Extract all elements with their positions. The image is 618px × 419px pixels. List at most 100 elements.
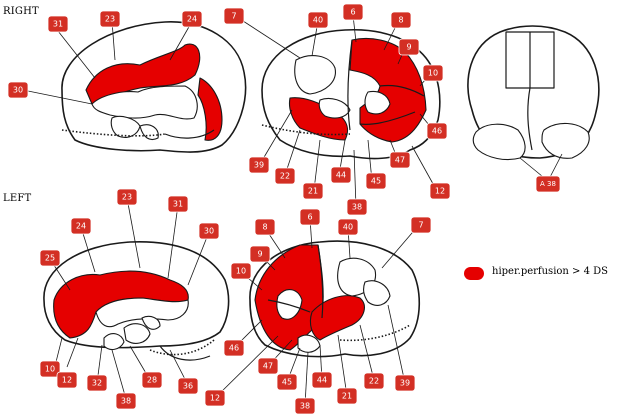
svg-text:10: 10 bbox=[45, 365, 55, 374]
svg-text:22: 22 bbox=[280, 172, 290, 181]
area-tag: 44 bbox=[330, 166, 352, 184]
area-tag: 45 bbox=[276, 373, 298, 391]
area-tag: 10 bbox=[422, 64, 444, 82]
area-tag: 10 bbox=[230, 262, 252, 280]
area-tag: 46 bbox=[223, 339, 245, 357]
svg-text:36: 36 bbox=[183, 382, 193, 391]
svg-text:38: 38 bbox=[352, 203, 362, 212]
svg-text:12: 12 bbox=[210, 394, 220, 403]
svg-text:21: 21 bbox=[342, 392, 352, 401]
svg-text:40: 40 bbox=[343, 223, 353, 232]
area-tag: 46 bbox=[426, 122, 448, 140]
area-tag: 9 bbox=[249, 245, 271, 263]
svg-text:30: 30 bbox=[13, 86, 23, 95]
area-tag: 21 bbox=[302, 182, 324, 200]
svg-text:6: 6 bbox=[307, 213, 312, 222]
left-lateral-brain bbox=[214, 217, 421, 406]
area-tags: 31 23 24 30 7 40 6 8 9 10 46 47 45 12 38… bbox=[7, 3, 561, 415]
area-tag: 39 bbox=[394, 374, 416, 392]
svg-text:38: 38 bbox=[300, 402, 310, 411]
svg-text:8: 8 bbox=[262, 223, 267, 232]
svg-text:45: 45 bbox=[282, 378, 292, 387]
svg-text:23: 23 bbox=[105, 15, 115, 24]
svg-text:46: 46 bbox=[432, 127, 442, 136]
svg-text:7: 7 bbox=[418, 221, 423, 230]
area-tag: 32 bbox=[86, 374, 108, 392]
area-tag: 38 bbox=[346, 198, 368, 216]
area-tag: 9 bbox=[398, 38, 420, 56]
area-tag: 40 bbox=[337, 218, 359, 236]
svg-text:46: 46 bbox=[229, 344, 239, 353]
area-tag: 7 bbox=[410, 216, 432, 234]
area-tag: 21 bbox=[336, 387, 358, 405]
area-tag: 24 bbox=[181, 10, 203, 28]
area-tag: 22 bbox=[274, 167, 296, 185]
area-tag: 31 bbox=[47, 15, 69, 33]
svg-text:6: 6 bbox=[350, 8, 355, 17]
svg-text:9: 9 bbox=[406, 43, 411, 52]
area-tag: 28 bbox=[141, 371, 163, 389]
area-tag: 31 bbox=[167, 195, 189, 213]
area-tag: 30 bbox=[7, 81, 29, 99]
svg-text:24: 24 bbox=[76, 222, 86, 231]
area-tag: 36 bbox=[177, 377, 199, 395]
svg-text:47: 47 bbox=[395, 156, 405, 165]
coronal-section bbox=[467, 25, 600, 182]
svg-text:47: 47 bbox=[263, 362, 273, 371]
svg-text:A 38: A 38 bbox=[540, 180, 556, 188]
area-tag: 47 bbox=[389, 151, 411, 169]
area-tag: 44 bbox=[311, 371, 333, 389]
area-tag: 23 bbox=[116, 188, 138, 206]
legend-label: hiper.perfusion > 4 DS bbox=[492, 266, 608, 277]
area-tag: 10 bbox=[39, 360, 61, 378]
area-tag: 24 bbox=[70, 217, 92, 235]
area-tag: 7 bbox=[223, 7, 245, 25]
area-tag: 22 bbox=[363, 372, 385, 390]
area-tag: 38 bbox=[115, 392, 137, 410]
area-tag: 23 bbox=[99, 10, 121, 28]
svg-text:39: 39 bbox=[400, 379, 410, 388]
right-hemisphere-label: RIGHT bbox=[3, 6, 39, 17]
area-tag: 38 bbox=[294, 397, 316, 415]
legend-swatch bbox=[464, 267, 484, 280]
area-tag: 47 bbox=[257, 357, 279, 375]
area-tag: 6 bbox=[342, 3, 364, 21]
svg-text:10: 10 bbox=[236, 267, 246, 276]
svg-text:38: 38 bbox=[121, 397, 131, 406]
area-tag: 12 bbox=[429, 182, 451, 200]
area-tag: 12 bbox=[204, 389, 226, 407]
svg-text:39: 39 bbox=[254, 161, 264, 170]
svg-text:12: 12 bbox=[435, 187, 445, 196]
area-tag: 8 bbox=[254, 218, 276, 236]
area-tag: 8 bbox=[390, 11, 412, 29]
right-medial-brain bbox=[27, 20, 247, 153]
svg-text:7: 7 bbox=[231, 12, 236, 21]
area-tag: 6 bbox=[299, 208, 321, 226]
svg-text:23: 23 bbox=[122, 193, 132, 202]
area-tag: A 38 bbox=[535, 175, 561, 193]
svg-text:31: 31 bbox=[53, 20, 63, 29]
svg-text:44: 44 bbox=[336, 171, 346, 180]
svg-text:21: 21 bbox=[308, 187, 318, 196]
svg-text:25: 25 bbox=[45, 254, 55, 263]
svg-text:30: 30 bbox=[204, 227, 214, 236]
svg-text:31: 31 bbox=[173, 200, 183, 209]
svg-text:12: 12 bbox=[62, 376, 72, 385]
area-tag: 25 bbox=[39, 249, 61, 267]
area-tag: 12 bbox=[56, 371, 78, 389]
svg-text:22: 22 bbox=[369, 377, 379, 386]
left-medial-brain bbox=[43, 197, 230, 400]
area-tag: 30 bbox=[198, 222, 220, 240]
svg-text:9: 9 bbox=[257, 250, 262, 259]
svg-text:10: 10 bbox=[428, 69, 438, 78]
svg-text:24: 24 bbox=[187, 15, 197, 24]
left-hemisphere-label: LEFT bbox=[3, 193, 32, 204]
svg-text:45: 45 bbox=[371, 177, 381, 186]
svg-text:44: 44 bbox=[317, 376, 327, 385]
svg-text:28: 28 bbox=[147, 376, 157, 385]
svg-text:40: 40 bbox=[313, 16, 323, 25]
area-tag: 45 bbox=[365, 172, 387, 190]
area-tag: 40 bbox=[307, 11, 329, 29]
svg-text:8: 8 bbox=[398, 16, 403, 25]
